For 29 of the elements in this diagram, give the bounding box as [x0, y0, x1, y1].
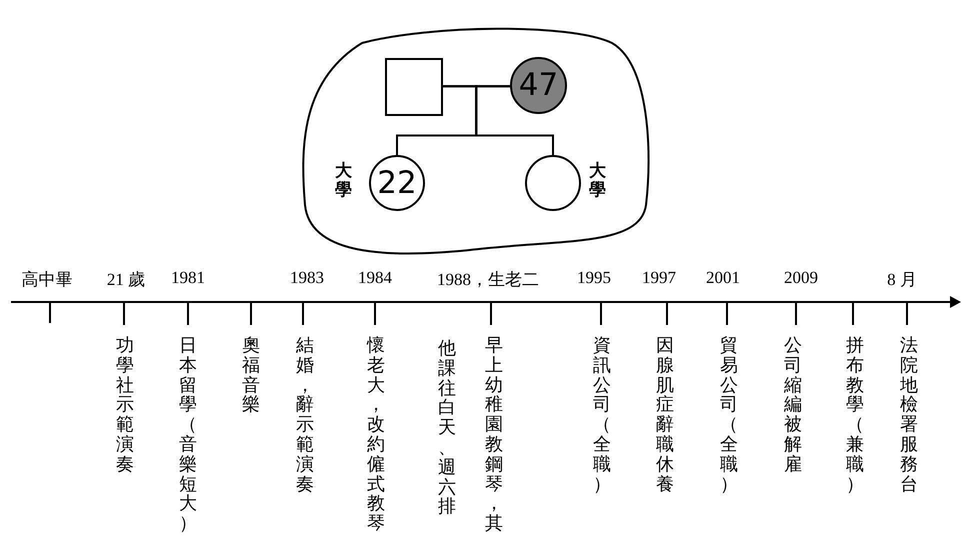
event-label: 他課往白天、週六排	[438, 339, 456, 518]
date-label: 21 歲	[106, 269, 146, 291]
event-label: 資訊公司（全職）	[593, 336, 611, 494]
education-label: 大學	[589, 162, 606, 200]
event-label: 貿易公司（全職）	[720, 336, 738, 494]
event-label: 因腺肌症辭職休養	[656, 336, 674, 494]
date-label: 高中畢	[22, 269, 72, 291]
event-label: 拼布教學（兼職）	[846, 336, 864, 494]
date-label: 1988，生老二	[437, 269, 539, 291]
event-label: 公司縮編被解雇	[784, 336, 802, 475]
kinship-line	[475, 85, 554, 155]
date-label: 2009	[784, 268, 818, 288]
date-label: 1983	[290, 268, 324, 288]
education-label: 大學	[335, 162, 352, 200]
date-label: 1997	[642, 268, 676, 288]
female-circle: 22	[369, 155, 425, 211]
event-label: 功學社示範演奏	[116, 336, 134, 475]
event-label: 日本留學（音樂短大）	[179, 336, 197, 534]
event-label: 法院地檢署服務台	[900, 336, 918, 494]
event-label: 結婚，辭示範演奏	[296, 336, 314, 494]
date-label: 1984	[358, 268, 392, 288]
date-label: 1995	[577, 268, 611, 288]
date-label: 1981	[171, 268, 205, 288]
event-label: 奧福音樂	[242, 336, 260, 416]
female-circle: 47	[510, 57, 567, 114]
date-label: 8 月	[887, 269, 917, 291]
date-label: 2001	[706, 268, 740, 288]
event-label: 懷老大，改約僱式教琴	[367, 336, 385, 534]
event-label: 早上幼稚園教鋼琴，其	[485, 336, 503, 534]
